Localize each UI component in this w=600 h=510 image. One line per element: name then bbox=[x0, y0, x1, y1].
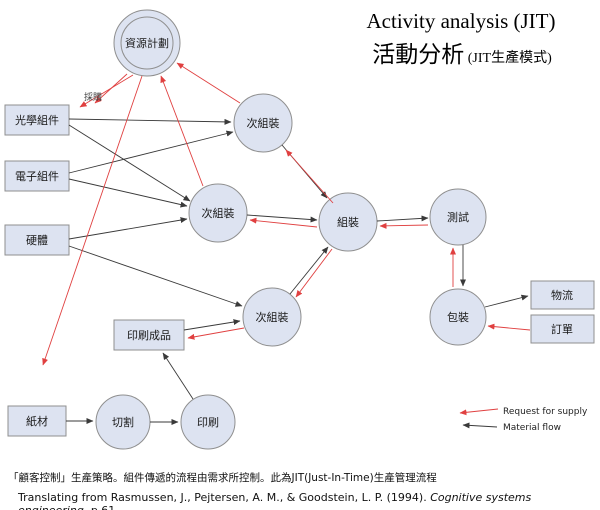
label-subassembly-mid: 次組裝 bbox=[202, 206, 235, 220]
label-resource-planning: 資源計劃 bbox=[125, 36, 169, 50]
node-printing bbox=[180, 394, 236, 450]
material-flow-arrows bbox=[66, 118, 529, 425]
subtitle-sub: (JIT生產模式) bbox=[464, 49, 552, 66]
flow-hardware-to-subbottom bbox=[68, 245, 243, 307]
request-subbottom-to-printedgoods bbox=[187, 327, 245, 340]
node-subassembly-bottom bbox=[242, 287, 302, 347]
label-packaging: 包裝 bbox=[447, 311, 469, 324]
request-resource-to-optical bbox=[79, 74, 134, 108]
label-test: 測試 bbox=[447, 210, 469, 224]
legend-request-label: Request for supply bbox=[503, 407, 588, 417]
box-logistics bbox=[530, 280, 595, 310]
node-assembly bbox=[318, 192, 378, 252]
caption-citation: Translating from Rasmussen, J., Pejterse… bbox=[18, 491, 594, 510]
legend-request-arrow bbox=[459, 408, 499, 416]
request-subtop-to-resource bbox=[176, 62, 241, 104]
flow-subbottom-to-assembly bbox=[289, 246, 329, 295]
box-paper-material bbox=[7, 405, 67, 437]
node-test bbox=[429, 188, 487, 246]
node-resource-planning bbox=[113, 9, 181, 77]
label-cutting: 切割 bbox=[112, 415, 134, 429]
label-printing: 印刷 bbox=[197, 416, 219, 429]
label-optical-components: 光學組件 bbox=[15, 113, 59, 127]
citation-suffix: , p.61. bbox=[84, 504, 119, 510]
request-resource-purchase bbox=[94, 73, 128, 104]
box-optical-components bbox=[4, 104, 70, 136]
node-packaging bbox=[429, 288, 487, 346]
label-printed-goods: 印刷成品 bbox=[127, 329, 171, 342]
citation-book-title: Cognitive systems engineering bbox=[18, 491, 532, 510]
flow-submid-to-assembly bbox=[246, 214, 318, 223]
subtitle-main: 活動分析 bbox=[372, 42, 464, 67]
flow-assembly-to-test bbox=[376, 215, 429, 222]
page-subtitle: 活動分析 (JIT生產模式) bbox=[372, 42, 552, 67]
legend: Request for supply Material flow bbox=[459, 407, 588, 433]
flow-hardware-to-submid bbox=[68, 217, 188, 240]
flow-electronic-to-subtop bbox=[68, 130, 234, 174]
legend-material-label: Material flow bbox=[503, 423, 561, 433]
node-subassembly-top bbox=[233, 93, 293, 153]
request-test-to-assembly bbox=[379, 222, 429, 229]
flow-optical-to-subtop bbox=[68, 118, 232, 125]
flow-electronic-to-submid bbox=[68, 178, 188, 208]
box-printed-goods bbox=[113, 319, 185, 351]
label-subassembly-bottom: 次組裝 bbox=[256, 310, 289, 324]
caption-strategy: 「顧客控制」生產策略。組件傳遞的流程由需求所控制。此為JIT(Just-In-T… bbox=[8, 472, 437, 484]
request-orders-to-packaging bbox=[487, 323, 531, 331]
label-logistics: 物流 bbox=[551, 288, 573, 302]
flow-packaging-to-logistics bbox=[484, 294, 529, 308]
label-subassembly-top: 次組裝 bbox=[247, 116, 280, 130]
flow-printedgoods-to-subbottom bbox=[183, 319, 241, 331]
node-subassembly-mid bbox=[188, 183, 248, 243]
request-resource-to-paper bbox=[42, 75, 143, 366]
flow-printing-to-printedgoods bbox=[162, 352, 194, 400]
request-submid-to-resource bbox=[160, 75, 204, 187]
box-hardware bbox=[4, 224, 70, 256]
flow-optical-to-submid bbox=[68, 124, 191, 202]
box-orders bbox=[530, 314, 595, 344]
citation-prefix: Translating from Rasmussen, J., Pejterse… bbox=[18, 491, 431, 504]
label-purchase: 採購 bbox=[84, 91, 102, 103]
label-paper-material: 紙材 bbox=[26, 414, 48, 428]
label-electronic-components: 電子組件 bbox=[15, 170, 59, 183]
label-assembly: 組裝 bbox=[337, 216, 359, 229]
label-hardware: 硬體 bbox=[26, 234, 48, 247]
box-electronic-components bbox=[4, 160, 70, 192]
legend-material-arrow bbox=[462, 422, 498, 429]
request-assembly-to-subtop bbox=[285, 149, 334, 204]
request-assembly-to-submid bbox=[249, 217, 318, 228]
request-supply-arrows bbox=[42, 62, 531, 366]
jit-activity-diagram: Activity analysis (JIT) 活動分析 (JIT生產模式) 資… bbox=[4, 9, 595, 450]
label-orders: 訂單 bbox=[551, 322, 573, 336]
page-title: Activity analysis (JIT) bbox=[367, 9, 556, 33]
request-assembly-to-subbottom bbox=[295, 248, 333, 298]
